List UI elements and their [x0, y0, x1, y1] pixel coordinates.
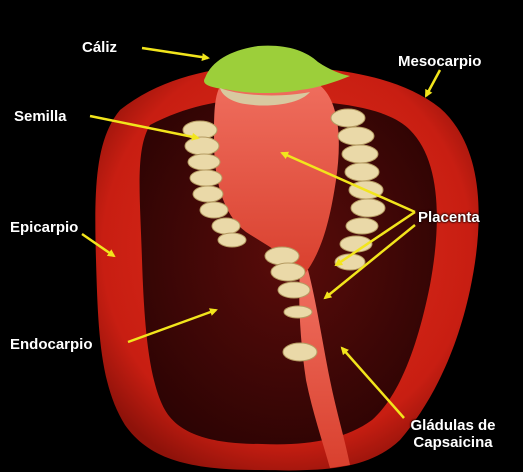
label-semilla: Semilla: [14, 108, 67, 125]
seed: [351, 199, 385, 217]
label-mesocarpio: Mesocarpio: [398, 53, 481, 70]
seed: [284, 306, 312, 318]
label-gladulas-line2: Capsaicina: [388, 434, 518, 451]
seed: [200, 202, 228, 218]
seed: [265, 247, 299, 265]
label-gladulas-capsaicina: Gládulas de Capsaicina: [388, 417, 518, 451]
seed: [331, 109, 365, 127]
seed: [185, 137, 219, 155]
seed: [271, 263, 305, 281]
seed: [190, 170, 222, 186]
seed: [346, 218, 378, 234]
seed: [345, 163, 379, 181]
label-caliz: Cáliz: [82, 39, 117, 56]
seed: [338, 127, 374, 145]
seed: [218, 233, 246, 247]
seed: [278, 282, 310, 298]
label-placenta: Placenta: [418, 209, 480, 226]
seed: [212, 218, 240, 234]
label-epicarpio: Epicarpio: [10, 219, 78, 236]
seed: [342, 145, 378, 163]
arrow-mesocarpio: [426, 70, 440, 96]
seed: [283, 343, 317, 361]
label-gladulas-line1: Gládulas de: [388, 417, 518, 434]
seed: [188, 154, 220, 170]
seed: [193, 186, 223, 202]
arrow-caliz: [142, 48, 208, 58]
label-endocarpio: Endocarpio: [10, 336, 93, 353]
